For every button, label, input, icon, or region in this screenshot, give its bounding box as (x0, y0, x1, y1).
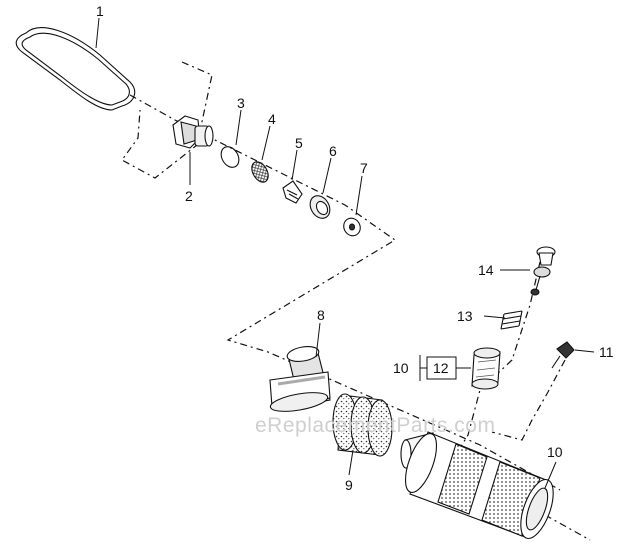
centerline-hanger-to-housing (129, 94, 561, 491)
callout-7: 7 (360, 160, 368, 176)
callout-labels: 1 2 3 4 5 6 7 8 9 10 10 11 12 13 14 (96, 3, 614, 493)
callout-1: 1 (96, 3, 104, 19)
part-3-o-ring (220, 146, 240, 168)
part-8-sleeve (269, 346, 331, 412)
callout-4: 4 (268, 111, 276, 127)
callout-11: 11 (599, 344, 614, 360)
callout-9: 9 (345, 477, 353, 493)
callout-12: 12 (433, 360, 449, 376)
part-13-spring (500, 310, 523, 330)
callout-12-box (426, 356, 457, 380)
callout-3: 3 (237, 95, 245, 111)
callout-5: 5 (295, 135, 303, 151)
callout-6: 6 (329, 143, 337, 159)
callout-10-valve: 10 (393, 360, 409, 376)
centerline-bleeder (491, 359, 566, 441)
callout-2: 2 (185, 188, 193, 204)
part-9-filter (332, 393, 393, 457)
hanger-dashed-outline (121, 61, 213, 179)
part-2-fitting (172, 115, 214, 149)
callout-10-housing: 10 (547, 444, 563, 460)
centerline-output (544, 514, 591, 541)
part-4-screen (251, 161, 269, 183)
part-14-valve-stem (530, 246, 556, 296)
watermark: eReplacementParts.com (255, 414, 495, 437)
callout-14: 14 (478, 262, 494, 278)
part-7-flat-washer (343, 217, 361, 237)
leader-lines (95, 17, 595, 489)
part-11-bleeder (551, 341, 575, 369)
part-1-hanger (15, 27, 136, 111)
part-10-housing (400, 431, 554, 540)
part-12-valve-body (471, 347, 501, 390)
part-6-washer (309, 195, 331, 219)
part-5-nozzle (282, 180, 303, 204)
callout-13: 13 (457, 308, 473, 324)
callout-8: 8 (317, 307, 325, 323)
